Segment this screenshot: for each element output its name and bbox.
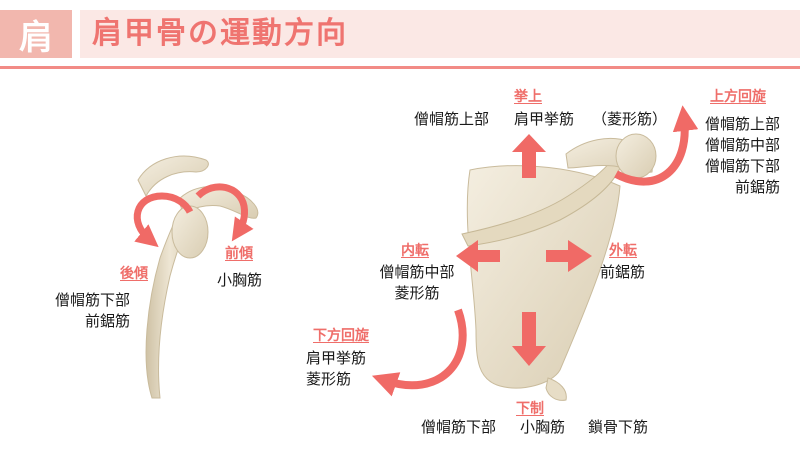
abduction-arrow xyxy=(546,240,592,272)
posterior-tilt-muscles: 僧帽筋下部 前鋸筋 xyxy=(30,290,130,332)
downward-rotation-muscles: 肩甲挙筋 菱形筋 xyxy=(306,348,366,390)
elevation-muscle-3: （菱形筋） xyxy=(592,110,668,128)
muscle-item: 前鋸筋 xyxy=(84,312,130,330)
header-divider xyxy=(0,66,800,69)
adduction-arrow xyxy=(456,240,500,272)
header: 肩 肩甲骨の運動方向 xyxy=(0,0,800,72)
movement-arrows xyxy=(371,105,699,397)
muscle-item: 僧帽筋下部 xyxy=(54,291,130,309)
elevation-muscle-2: 肩甲挙筋 xyxy=(514,110,575,128)
upward-rotation-muscles: 僧帽筋上部 僧帽筋中部 僧帽筋下部 前鋸筋 xyxy=(680,114,780,198)
left-rotation-arrows xyxy=(133,183,254,248)
muscle-item: 僧帽筋上部 xyxy=(704,115,780,133)
muscle-item: 菱形筋 xyxy=(394,284,440,302)
elevation-arrow xyxy=(512,134,546,178)
muscle-item: 僧帽筋中部 xyxy=(704,136,780,154)
abduction-label: 外転 xyxy=(609,243,637,259)
muscle-item: 前鋸筋 xyxy=(734,178,780,196)
posterior-tilt-label: 後傾 xyxy=(120,266,148,282)
title-background xyxy=(80,10,800,58)
right-scapula-bone xyxy=(461,133,657,401)
upward-rotation-label: 上方回旋 xyxy=(710,89,766,105)
anterior-tilt-muscles: 小胸筋 xyxy=(217,270,262,291)
downward-rotation-label: 下方回旋 xyxy=(313,328,369,344)
upward-rotation-arrow xyxy=(614,105,699,186)
depression-muscle-2: 小胸筋 xyxy=(520,418,566,436)
muscle-item: 小胸筋 xyxy=(217,271,263,289)
adduction-muscles: 僧帽筋中部 菱形筋 xyxy=(362,262,472,304)
adduction-label: 内転 xyxy=(401,243,429,259)
section-badge: 肩 xyxy=(0,10,72,58)
elevation-label: 挙上 xyxy=(514,89,542,105)
downward-rotation-arrow xyxy=(371,308,467,397)
muscle-item: 前鋸筋 xyxy=(600,263,646,281)
anterior-tilt-label: 前傾 xyxy=(225,246,253,262)
muscle-item: 僧帽筋中部 xyxy=(379,263,455,281)
depression-muscle-3: 鎖骨下筋 xyxy=(588,418,649,436)
muscle-item: 僧帽筋下部 xyxy=(704,157,780,175)
elevation-muscle-1: 僧帽筋上部 xyxy=(414,110,490,128)
muscle-item: 肩甲挙筋 xyxy=(306,349,367,367)
abduction-muscles: 前鋸筋 xyxy=(600,262,645,283)
depression-arrow xyxy=(512,312,546,366)
muscle-item: 菱形筋 xyxy=(306,370,352,388)
depression-label: 下制 xyxy=(516,401,544,417)
depression-muscle-1: 僧帽筋下部 xyxy=(421,418,497,436)
page-title: 肩甲骨の運動方向 xyxy=(92,16,348,51)
